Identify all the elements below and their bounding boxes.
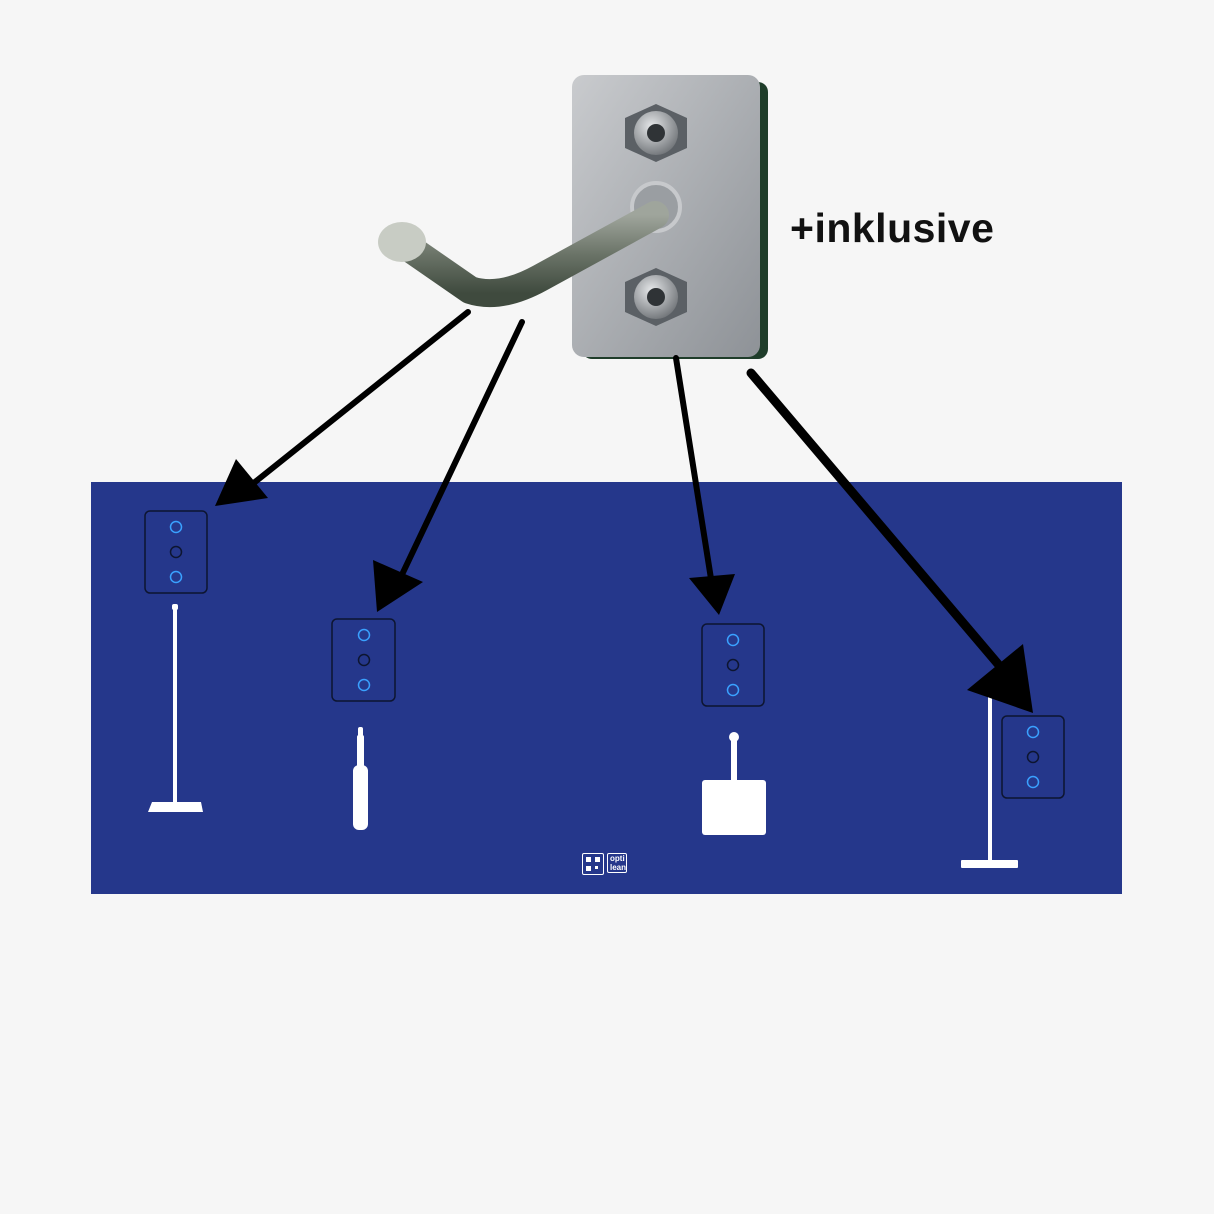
arrow-2 [373,319,525,612]
hook-tip [378,222,426,262]
hook-rod [391,201,669,308]
caption-inklusive: +inklusive [790,205,995,251]
brand-wordmark: opti lean [607,853,627,873]
qr-code-icon [582,853,604,875]
brand-word-bottom: lean [610,863,627,872]
squeegee-silhouette [961,694,1018,868]
brush-silhouette [353,727,368,830]
nut-top [625,104,687,162]
brand-logo: opti lean [582,853,627,875]
hook-outline-4 [1001,715,1065,799]
shadow-board [91,482,1122,894]
hook-outline-2 [331,618,396,702]
arrow-3 [673,355,735,615]
nut-bottom [625,268,687,326]
hook-outline-1 [144,510,208,594]
arrow-4 [746,368,1033,713]
dustpan-silhouette [702,732,766,835]
brand-word-top: opti [610,854,625,863]
arrow-1 [215,309,471,506]
hook-outline-3 [701,623,765,707]
pegboard-hook-image [378,75,768,359]
broom-silhouette [148,604,203,812]
